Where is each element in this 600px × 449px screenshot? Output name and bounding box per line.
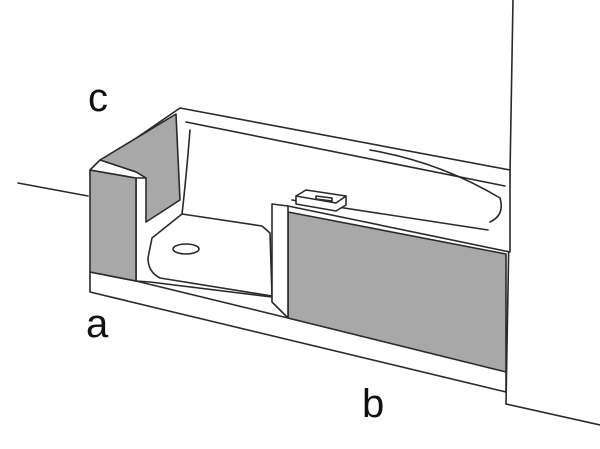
tub-basin-floor	[147, 213, 273, 297]
panel-c-rim	[89, 159, 147, 179]
dimension-label-c: c	[88, 76, 108, 120]
dimension-label-a: a	[86, 302, 109, 346]
floor-line-left	[17, 182, 89, 197]
panel-c-front	[89, 169, 137, 282]
tub-inner-back-edge	[185, 121, 506, 187]
tub-inner-curve	[181, 129, 191, 215]
floor-line-right	[505, 403, 600, 426]
door-post	[271, 203, 289, 319]
tub-right-lip	[369, 149, 503, 223]
control-box-button	[315, 195, 333, 202]
dimension-label-b: b	[362, 382, 385, 426]
control-box-top	[295, 195, 347, 204]
drain-hole	[172, 243, 200, 255]
